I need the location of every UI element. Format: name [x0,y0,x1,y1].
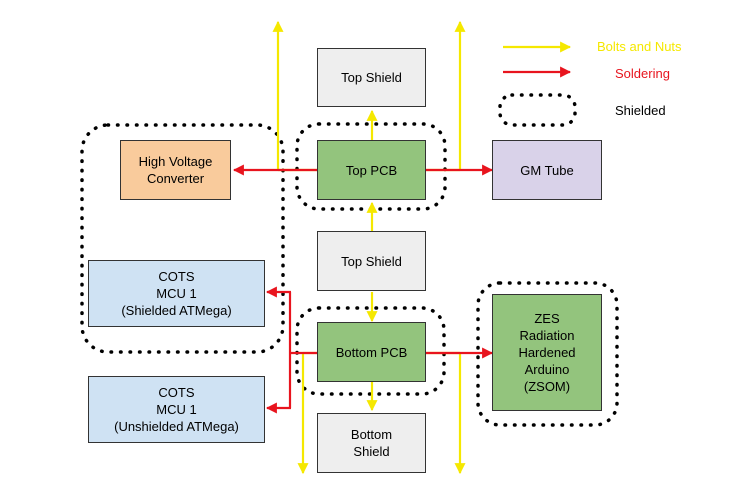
legend-shielded-swatch [498,93,577,127]
legend-shielded-label: Shielded [615,103,666,118]
top-shield-box: Top Shield [317,48,426,107]
zsom-box: ZES Radiation Hardened Arduino (ZSOM) [492,294,602,411]
shield-region-bottom-pcb [295,306,446,396]
cots-unshielded-box: COTS MCU 1 (Unshielded ATMega) [88,376,265,443]
hv-converter-box: High Voltage Converter [120,140,231,200]
bottom-pcb-box: Bottom PCB [317,322,426,382]
cots-shielded-box: COTS MCU 1 (Shielded ATMega) [88,260,265,327]
mid-shield-box: Top Shield [317,231,426,291]
shield-region-zsom [476,281,619,427]
legend-solder-label: Soldering [615,66,670,81]
legend-bolts-label: Bolts and Nuts [597,39,682,54]
bottom-shield-box: Bottom Shield [317,413,426,473]
shield-region-left [80,123,285,354]
top-pcb-box: Top PCB [317,140,426,200]
gm-tube-box: GM Tube [492,140,602,200]
